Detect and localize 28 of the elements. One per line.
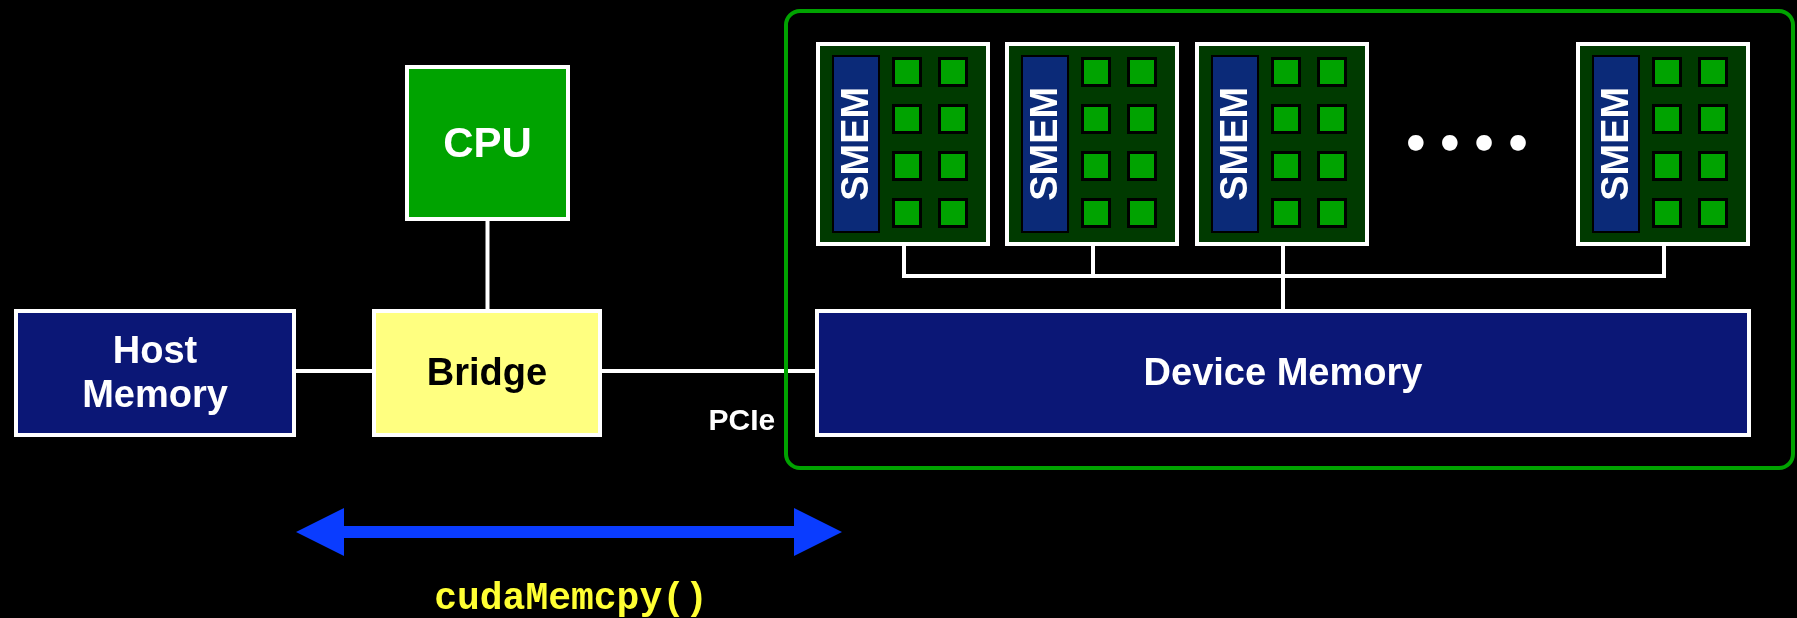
device-memory-box bbox=[815, 309, 1751, 437]
shared-memory-bar bbox=[832, 55, 880, 233]
vertical-label: SMEM bbox=[1594, 87, 1638, 201]
multiprocessor-box bbox=[816, 42, 990, 246]
cpu-box bbox=[405, 65, 570, 221]
shared-memory-bar bbox=[1021, 55, 1069, 233]
multiprocessor-box bbox=[1005, 42, 1179, 246]
node-label: Bridge bbox=[426, 351, 548, 395]
bridge-box bbox=[372, 309, 602, 437]
connector-line bbox=[296, 369, 372, 373]
ellipsis-dots: •••• bbox=[1401, 117, 1539, 169]
node-label: CPU bbox=[443, 118, 532, 168]
function-label: cudaMemcpy() bbox=[434, 576, 708, 618]
node-label: Device Memory bbox=[1143, 351, 1423, 395]
vertical-label: SMEM bbox=[834, 87, 878, 201]
memory-box bbox=[14, 309, 296, 437]
connector-line bbox=[1281, 246, 1666, 309]
gpu-container bbox=[784, 9, 1795, 470]
vertical-label: SMEM bbox=[1213, 87, 1257, 201]
node-label: Host Memory bbox=[81, 329, 229, 417]
connector-line bbox=[485, 221, 490, 309]
shared-memory-bar bbox=[1211, 55, 1259, 233]
shared-memory-bar bbox=[1592, 55, 1640, 233]
vertical-label: SMEM bbox=[1023, 87, 1067, 201]
connector-line bbox=[602, 369, 815, 373]
multiprocessor-box bbox=[1576, 42, 1750, 246]
multiprocessor-box bbox=[1195, 42, 1369, 246]
edge-label: PCIe bbox=[708, 403, 776, 437]
